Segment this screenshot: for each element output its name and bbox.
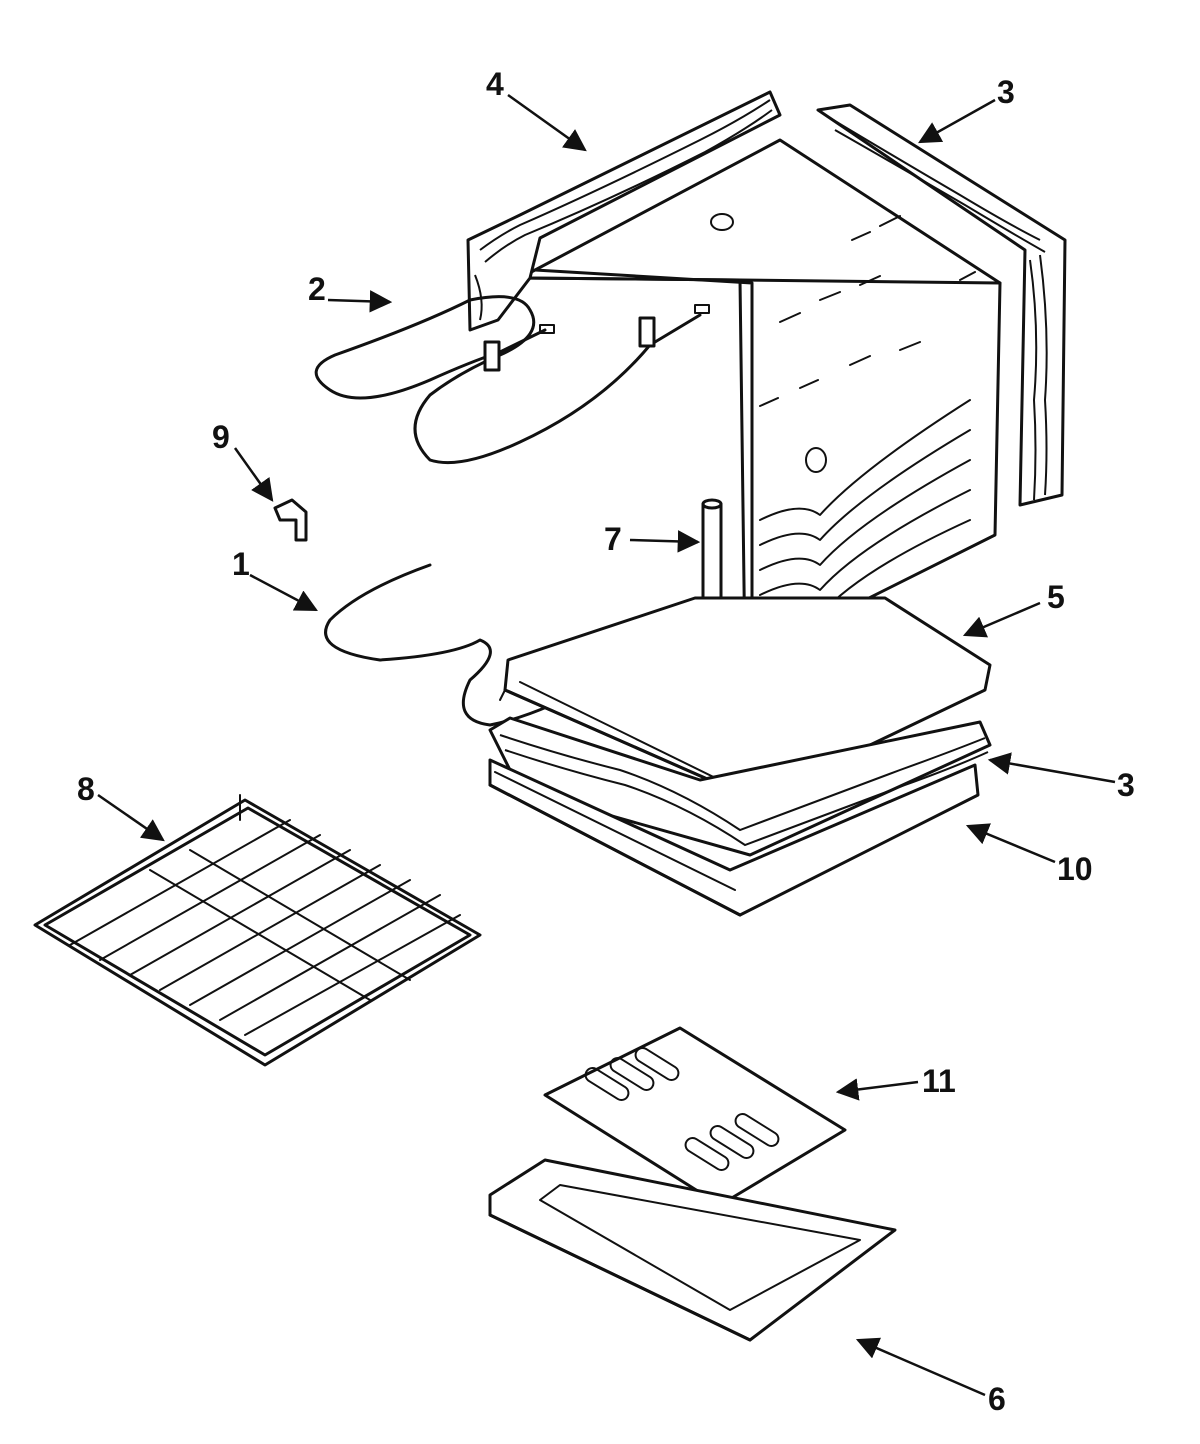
callout-1: 1 — [232, 546, 250, 582]
callout-11: 11 — [922, 1063, 956, 1099]
insulation-side-right — [816, 103, 1067, 507]
callout-4: 4 — [486, 66, 504, 102]
oven-sensor — [701, 498, 723, 612]
callout-10: 10 — [1057, 851, 1093, 887]
callout-3-top: 3 — [997, 74, 1015, 110]
insulation-top — [466, 90, 782, 332]
callout-2: 2 — [308, 271, 326, 307]
bottom-tray — [488, 758, 980, 917]
callout-6: 6 — [988, 1381, 1006, 1417]
broiler-pan — [488, 1158, 897, 1342]
callout-8: 8 — [77, 771, 95, 807]
oven-cavity — [518, 138, 1002, 662]
callout-3-bottom: 3 — [1117, 767, 1135, 803]
element-bracket — [273, 498, 308, 542]
oven-rack — [33, 794, 482, 1067]
callout-9: 9 — [212, 419, 230, 455]
broiler-pan-insert — [543, 1026, 847, 1207]
callout-labels: 1 2 3 3 4 5 6 7 8 9 10 11 — [77, 66, 1135, 1417]
callout-5: 5 — [1047, 579, 1065, 615]
callout-7: 7 — [604, 521, 622, 557]
leader-lines — [97, 93, 1116, 1397]
broil-element — [314, 295, 710, 465]
